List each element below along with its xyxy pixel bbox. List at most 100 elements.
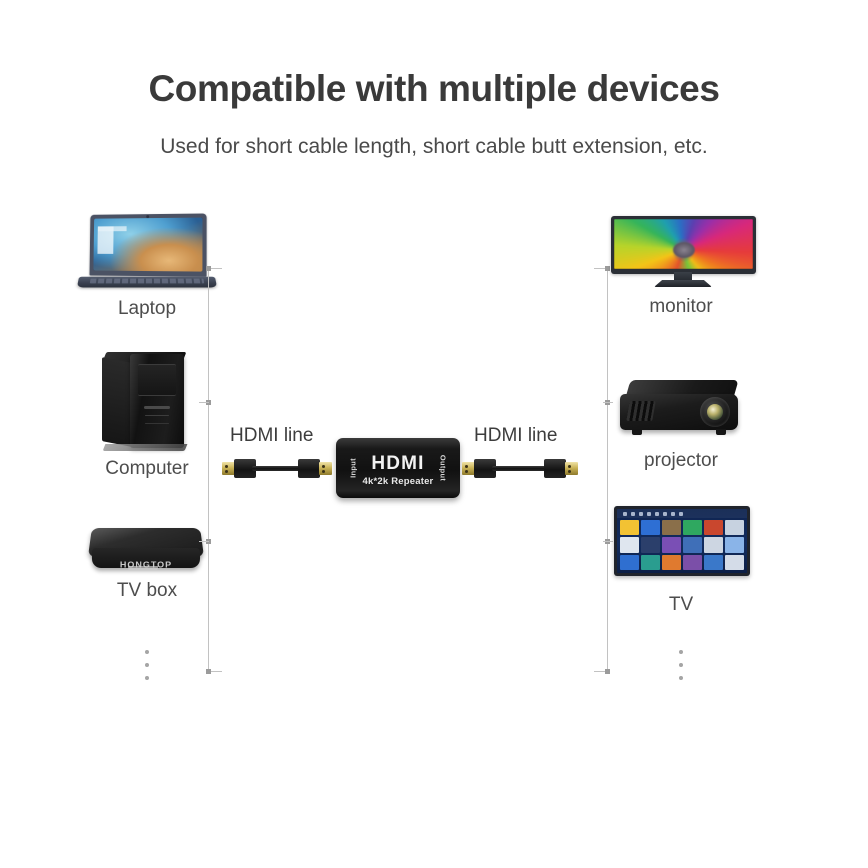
hdmi-plug-contacts [222,462,235,475]
tv-app-tile [704,554,723,570]
laptop-icon [72,213,222,292]
device-monitor: monitor [606,216,756,319]
adapter-brand-label: HDMI [371,453,425,474]
hdmi-cable-wire [252,466,300,471]
hdmi-plug-housing [544,459,566,478]
tv-app-tile [662,554,681,570]
ellipsis-dot [679,663,683,667]
laptop-keyboard [89,278,205,284]
ellipsis-dot [145,663,149,667]
tv-app-tile [641,520,660,536]
device-label-computer: Computer [105,458,189,479]
monitor-icon [606,216,756,290]
tv-app-tile [620,554,639,570]
bracket-stub [199,541,209,542]
desktop-tower-icon [72,352,222,452]
laptop-base [76,276,218,288]
tv-screen [617,509,747,573]
tv-status-icon [679,512,683,516]
ellipsis-dot [679,650,683,654]
device-label-projector: projector [644,450,718,471]
tv-app-grid [620,520,744,570]
hdmi-plug-contacts [565,462,578,475]
tower-front-panel [130,354,184,448]
projector-lens-icon [700,397,730,427]
tv-app-tile [725,554,744,570]
tv-box-port [128,566,158,570]
projector-vent-grille [626,401,656,421]
tv-box-body: HONGTOP [92,548,200,570]
ellipsis-dot [145,650,149,654]
hdmi-plug-contacts [319,462,332,475]
display-bracket [594,268,608,672]
monitor-bezel [611,216,756,274]
device-tv-box: HONGTOP TV box [72,512,222,603]
tv-status-bar [617,509,747,518]
bracket-node [206,266,211,271]
tower-side-panel [102,357,132,447]
page-subtitle: Used for short cable length, short cable… [160,135,708,158]
tv-app-tile [725,520,744,536]
ellipsis-dot [679,676,683,680]
page-title: Compatible with multiple devices [148,68,720,109]
bracket-node [605,266,610,271]
tv-app-tile [620,520,639,536]
tv-app-tile [725,537,744,553]
hdmi-plug-icon [462,459,496,478]
tv-status-icon [631,512,635,516]
tv-icon [606,506,756,588]
adapter-model-label: 4k*2k Repeater [362,476,434,487]
tv-status-icon [623,512,627,516]
device-computer: Computer [72,352,222,481]
projector-icon [606,372,756,444]
hdmi-plug-contacts [462,462,475,475]
tv-app-tile [683,520,702,536]
device-tv: TV [606,506,756,617]
device-label-tv: TV [668,594,694,615]
tv-app-tile [683,554,702,570]
device-projector: projector [606,372,756,473]
cable-label-output: HDMI line [474,425,558,446]
hdmi-cable-output [462,455,584,481]
bracket-node [206,669,211,674]
bracket-node [605,669,610,674]
monitor-stand-base [654,280,712,287]
bracket-stub [199,402,209,403]
cable-label-input: HDMI line [230,425,314,446]
tv-status-icon [671,512,675,516]
tower-base [102,444,188,451]
projector-lens-glass [707,404,723,420]
hdmi-plug-housing [474,459,496,478]
ellipsis-dot [145,676,149,680]
hdmi-plug-housing [234,459,256,478]
tv-app-tile [704,537,723,553]
tv-status-icon [663,512,667,516]
hdmi-repeater-device: Input HDMI 4k*2k Repeater Output [336,438,460,498]
tv-app-tile [704,520,723,536]
bracket-stub [603,402,613,403]
hdmi-plug-icon [222,459,256,478]
device-label-laptop: Laptop [117,298,177,319]
laptop-wallpaper [93,217,203,272]
tv-app-tile [662,520,681,536]
tv-app-tile [662,537,681,553]
source-more-indicator [137,650,157,680]
tv-box-logo: HONGTOP [119,560,173,570]
laptop-lid [89,213,207,277]
monitor-stand-neck [674,272,692,282]
tv-bezel [614,506,750,576]
bracket-stub [603,541,613,542]
tv-status-icon [655,512,659,516]
device-label-monitor: monitor [649,296,713,317]
tv-status-icon [639,512,643,516]
tv-app-tile [641,554,660,570]
tv-app-tile [683,537,702,553]
hdmi-plug-housing [298,459,320,478]
tv-status-icon [647,512,651,516]
hdmi-plug-icon [544,459,578,478]
laptop-screen [93,217,203,272]
tv-app-tile [620,537,639,553]
projector-body [620,394,738,430]
display-more-indicator [671,650,691,680]
